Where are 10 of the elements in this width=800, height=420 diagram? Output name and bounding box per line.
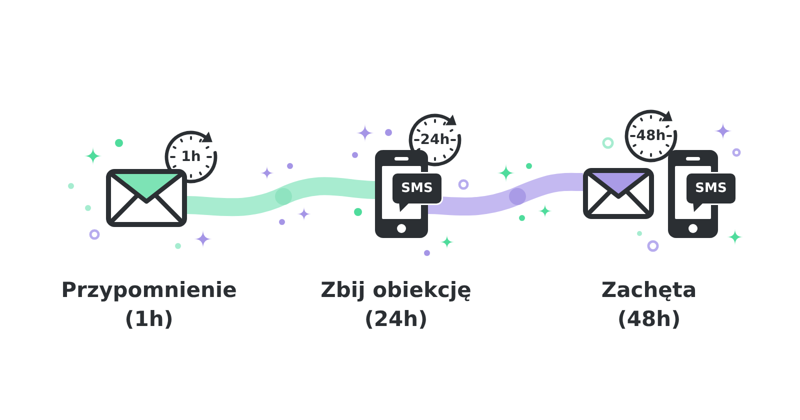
step-label: Zachęta (48h)	[600, 277, 698, 333]
wavy-connector	[428, 172, 584, 216]
wavy-connector	[186, 177, 376, 216]
timer-clock: 1h	[161, 123, 225, 187]
timer-clock: 48h	[621, 102, 685, 166]
step-label: Przypomnienie (1h)	[60, 277, 238, 333]
envelope-icon	[106, 169, 187, 227]
step-label: Zbij obiekcję (24h)	[320, 277, 472, 333]
timer-clock: 24h	[405, 106, 469, 170]
envelope-icon	[583, 168, 654, 219]
